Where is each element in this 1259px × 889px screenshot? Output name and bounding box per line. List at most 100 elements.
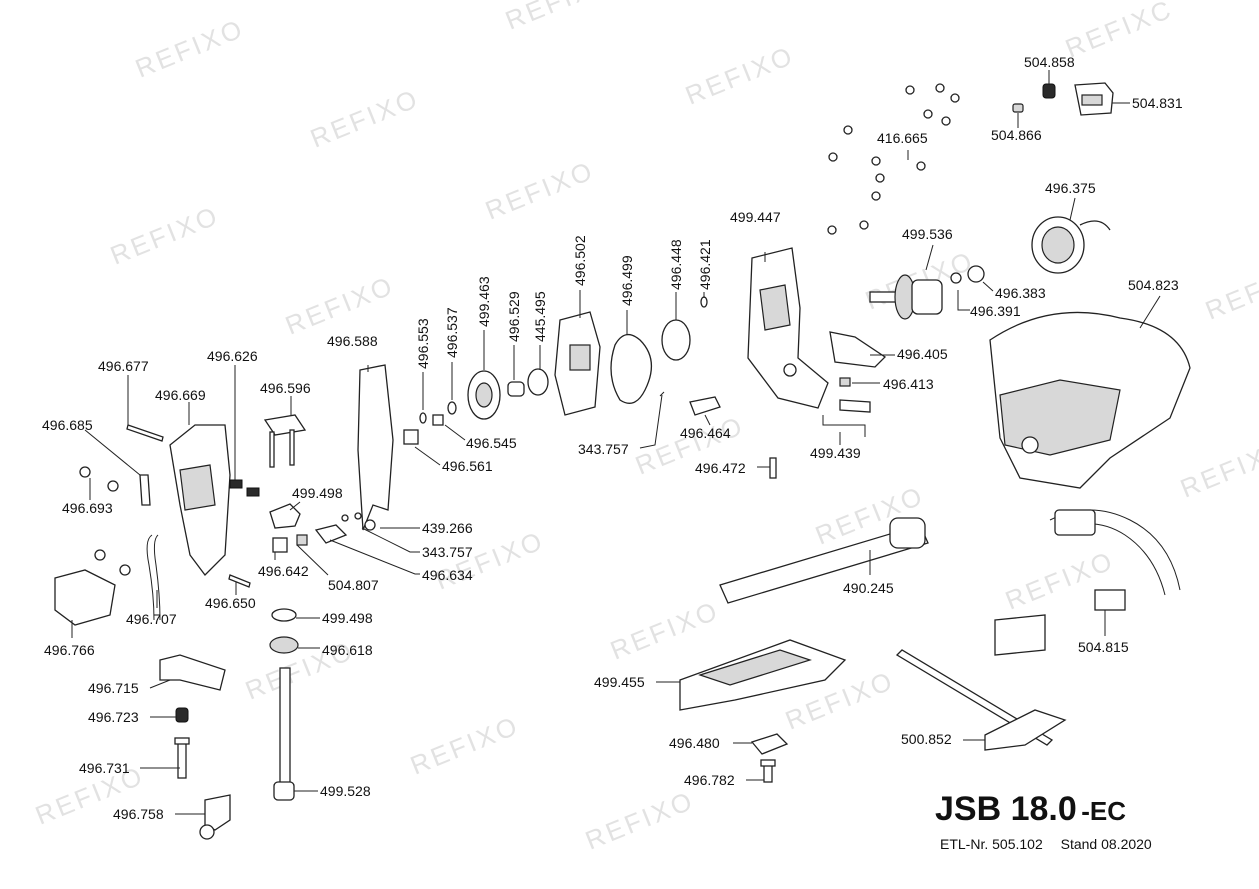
part-label: 496.472 xyxy=(695,460,746,476)
part-label: 496.782 xyxy=(684,772,735,788)
part-label: 496.707 xyxy=(126,611,177,627)
part-label: 496.669 xyxy=(155,387,206,403)
guide-plate-icon xyxy=(554,311,601,416)
part-label: 496.413 xyxy=(883,376,934,392)
part-label: 496.502 xyxy=(572,235,588,286)
part-label: 496.626 xyxy=(207,348,258,364)
part-label: 499.528 xyxy=(320,783,371,799)
pin-icon xyxy=(769,399,871,479)
model-title: JSB 18.0 -EC xyxy=(935,790,1126,829)
watermark: REFIXO xyxy=(606,595,724,666)
disc-icon xyxy=(661,319,691,361)
watermark: REFIXO xyxy=(481,155,599,226)
stand-date: Stand 08.2020 xyxy=(1060,836,1152,852)
part-label: 496.391 xyxy=(970,303,1021,319)
watermark: REFIXO xyxy=(1176,433,1259,504)
watermark: REFIXO xyxy=(106,200,224,271)
part-label: 496.642 xyxy=(258,563,309,579)
part-label: 499.447 xyxy=(730,209,781,225)
trigger-icon xyxy=(829,331,887,368)
watermark: REFIXC xyxy=(1061,0,1177,64)
knob-icon xyxy=(175,707,189,723)
bearing-icon xyxy=(507,381,525,397)
part-label: 496.480 xyxy=(669,735,720,751)
wiring-harness-icon xyxy=(994,509,1181,656)
part-label: 499.498 xyxy=(322,610,373,626)
part-label: 496.553 xyxy=(415,318,431,369)
part-label: 504.831 xyxy=(1132,95,1183,111)
holder-icon xyxy=(314,524,348,544)
leader-lines xyxy=(71,70,1161,815)
part-label: 496.758 xyxy=(113,806,164,822)
cover-plate-icon xyxy=(357,364,394,531)
watermark: REFIXO xyxy=(681,40,799,111)
part-label: 496.529 xyxy=(506,291,522,342)
part-label: 496.731 xyxy=(79,760,130,776)
armature-icon xyxy=(869,265,985,320)
spring-wire-icon xyxy=(659,391,665,397)
bolt-icon xyxy=(174,737,190,779)
screw-icon xyxy=(827,83,960,235)
base-bracket-icon xyxy=(159,654,226,691)
watermark: REFIXO xyxy=(581,785,699,856)
part-label: 496.618 xyxy=(322,642,373,658)
led-connector-icon xyxy=(1031,216,1111,274)
washer-icon xyxy=(700,296,708,308)
gear-wheel-icon xyxy=(467,370,501,420)
part-label: 496.693 xyxy=(62,500,113,516)
small-screw-icon xyxy=(341,512,376,531)
bolt-icon xyxy=(760,759,776,783)
part-label: 490.245 xyxy=(843,580,894,596)
part-label: 496.499 xyxy=(619,255,635,306)
watermark: REFIXO xyxy=(1201,255,1259,326)
part-label: 496.561 xyxy=(442,458,493,474)
clip-icon xyxy=(139,474,151,506)
cube-icon xyxy=(272,534,308,553)
part-label: 504.858 xyxy=(1024,54,1075,70)
part-label: 496.715 xyxy=(88,680,139,696)
part-label: 499.439 xyxy=(810,445,861,461)
model-suffix: -EC xyxy=(1081,796,1126,826)
base-plate-icon xyxy=(679,639,847,711)
nut-icon xyxy=(1012,103,1024,113)
part-label: 496.383 xyxy=(995,285,1046,301)
part-label: 496.421 xyxy=(697,239,713,290)
plunger-rod-icon xyxy=(273,667,295,801)
part-label: 496.677 xyxy=(98,358,149,374)
spring-wire-icon xyxy=(146,534,161,621)
guide-block-icon xyxy=(263,414,307,468)
part-label: 499.463 xyxy=(476,276,492,327)
o-ring-icon xyxy=(527,368,549,396)
part-label: 496.634 xyxy=(422,567,473,583)
part-label: 504.815 xyxy=(1078,639,1129,655)
small-washer-icon xyxy=(403,401,457,445)
part-label: 500.852 xyxy=(901,731,952,747)
part-label: 499.498 xyxy=(292,485,343,501)
switch-part-icon xyxy=(1074,82,1114,116)
part-label: 496.596 xyxy=(260,380,311,396)
pin-icon xyxy=(228,574,251,588)
part-label: 343.757 xyxy=(578,441,629,457)
small-nut-icon xyxy=(839,377,851,387)
part-label: 496.545 xyxy=(466,435,517,451)
part-label: 496.375 xyxy=(1045,180,1096,196)
part-labels: 504.858 504.831 504.866 416.665 496.375 … xyxy=(42,54,1183,822)
part-drawings xyxy=(54,82,1191,840)
watermark: REFIXO xyxy=(501,0,619,36)
part-label: 496.537 xyxy=(444,307,460,358)
part-label: 496.448 xyxy=(668,239,684,290)
part-label: 439.266 xyxy=(422,520,473,536)
part-label: 504.823 xyxy=(1128,277,1179,293)
gear-housing-icon xyxy=(747,247,829,409)
part-label: 499.455 xyxy=(594,674,645,690)
spring-icon xyxy=(229,479,260,497)
pin-icon xyxy=(126,424,164,442)
part-label: 496.766 xyxy=(44,642,95,658)
screw-icon xyxy=(79,466,131,576)
parallel-guide-icon xyxy=(895,649,1067,751)
model-name: JSB 18.0 xyxy=(935,790,1077,828)
part-label: 496.464 xyxy=(680,425,731,441)
roller-icon xyxy=(199,794,231,840)
spring-icon xyxy=(1042,83,1056,99)
